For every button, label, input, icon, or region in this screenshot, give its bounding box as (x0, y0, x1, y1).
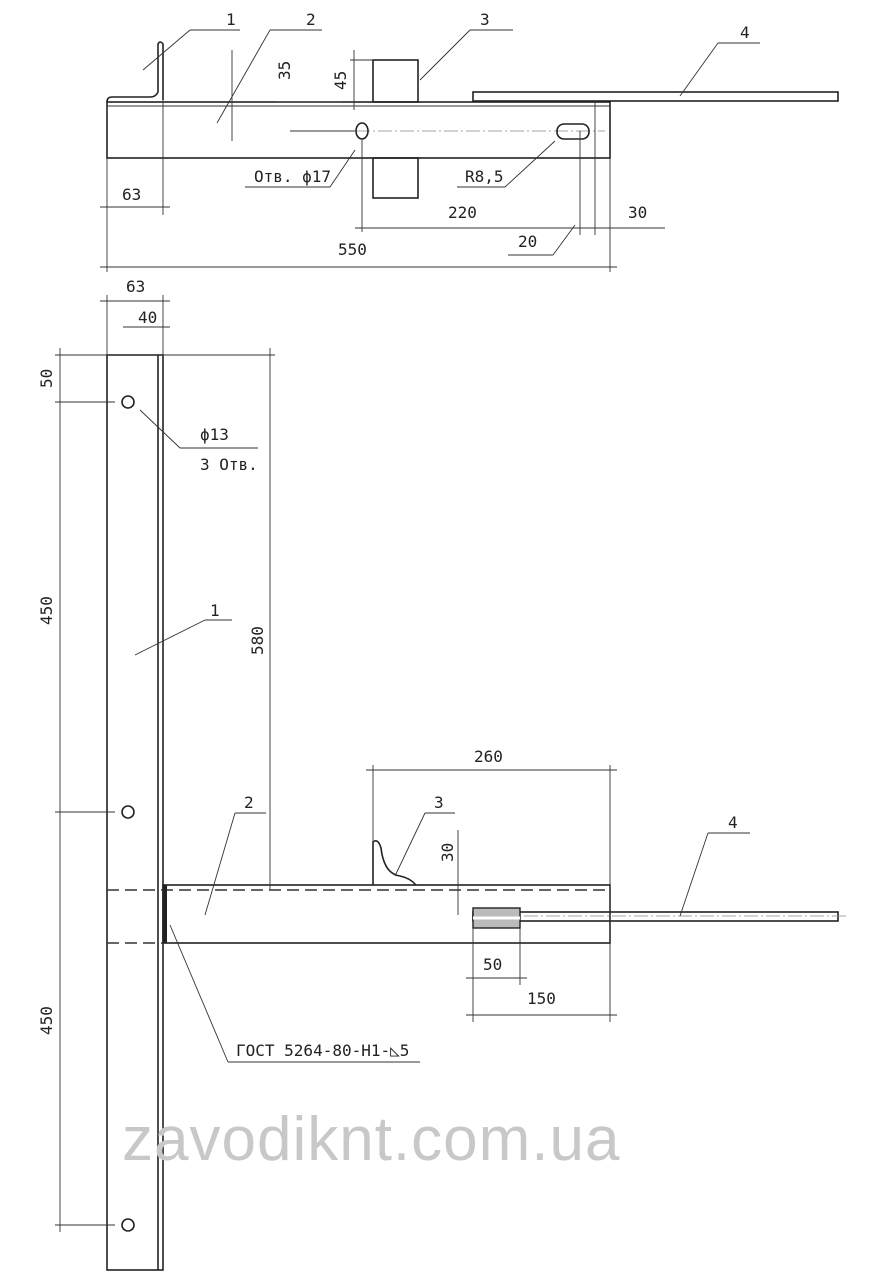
dim-63: 63 (122, 185, 141, 204)
part-1-angle (106, 41, 164, 103)
dim-50: 50 (37, 369, 56, 388)
dim-45: 45 (331, 71, 350, 90)
callout-3: 3 (434, 793, 444, 812)
dim-580: 580 (248, 626, 267, 655)
dim-30: 30 (438, 843, 457, 862)
callout-2: 2 (244, 793, 254, 812)
dim-450-upper: 450 (37, 596, 56, 625)
dim-220: 220 (448, 203, 477, 222)
hole-13 (121, 805, 135, 819)
callout-1: 1 (210, 601, 220, 620)
callout-4: 4 (740, 23, 750, 42)
slot-r8-5 (556, 123, 590, 140)
dim-50-sleeve: 50 (483, 955, 502, 974)
dim-260: 260 (474, 747, 503, 766)
part-3-angle (372, 840, 417, 886)
watermark: zavodiknt.com.ua (122, 1105, 620, 1174)
callout-1: 1 (226, 10, 236, 29)
slot-note: R8,5 (465, 167, 504, 186)
weld-mark (163, 885, 167, 943)
weld-note: ГОСТ 5264-80-Н1-◺5 (236, 1041, 409, 1060)
part-2-bar (162, 884, 611, 944)
dim-30: 30 (628, 203, 647, 222)
dim-150: 150 (527, 989, 556, 1008)
dim-35: 35 (275, 61, 294, 80)
part-2-bar (106, 101, 611, 159)
dim-20: 20 (518, 232, 537, 251)
part-4-rod (472, 911, 839, 922)
dim-40: 40 (138, 308, 157, 327)
hole-note: ϕ13 (200, 425, 229, 444)
hole-note: Отв. ϕ17 (254, 167, 331, 186)
top-view: 1 2 3 4 63 35 45 Отв. ϕ17 R8,5 220 30 20… (100, 10, 839, 272)
part-3-bottom (372, 157, 419, 199)
callout-2: 2 (306, 10, 316, 29)
dim-63: 63 (126, 277, 145, 296)
hole-count: 3 Отв. (200, 455, 258, 474)
dim-450-lower: 450 (37, 1006, 56, 1035)
hole-17 (355, 122, 369, 140)
hole-13 (121, 395, 135, 409)
callout-3: 3 (480, 10, 490, 29)
dim-550: 550 (338, 240, 367, 259)
side-view: 63 40 50 450 450 580 ϕ13 3 Отв. 1 2 3 4 … (37, 277, 848, 1271)
hole-13 (121, 1218, 135, 1232)
part-4-plate (472, 91, 839, 102)
part-3-top (372, 59, 419, 103)
callout-4: 4 (728, 813, 738, 832)
